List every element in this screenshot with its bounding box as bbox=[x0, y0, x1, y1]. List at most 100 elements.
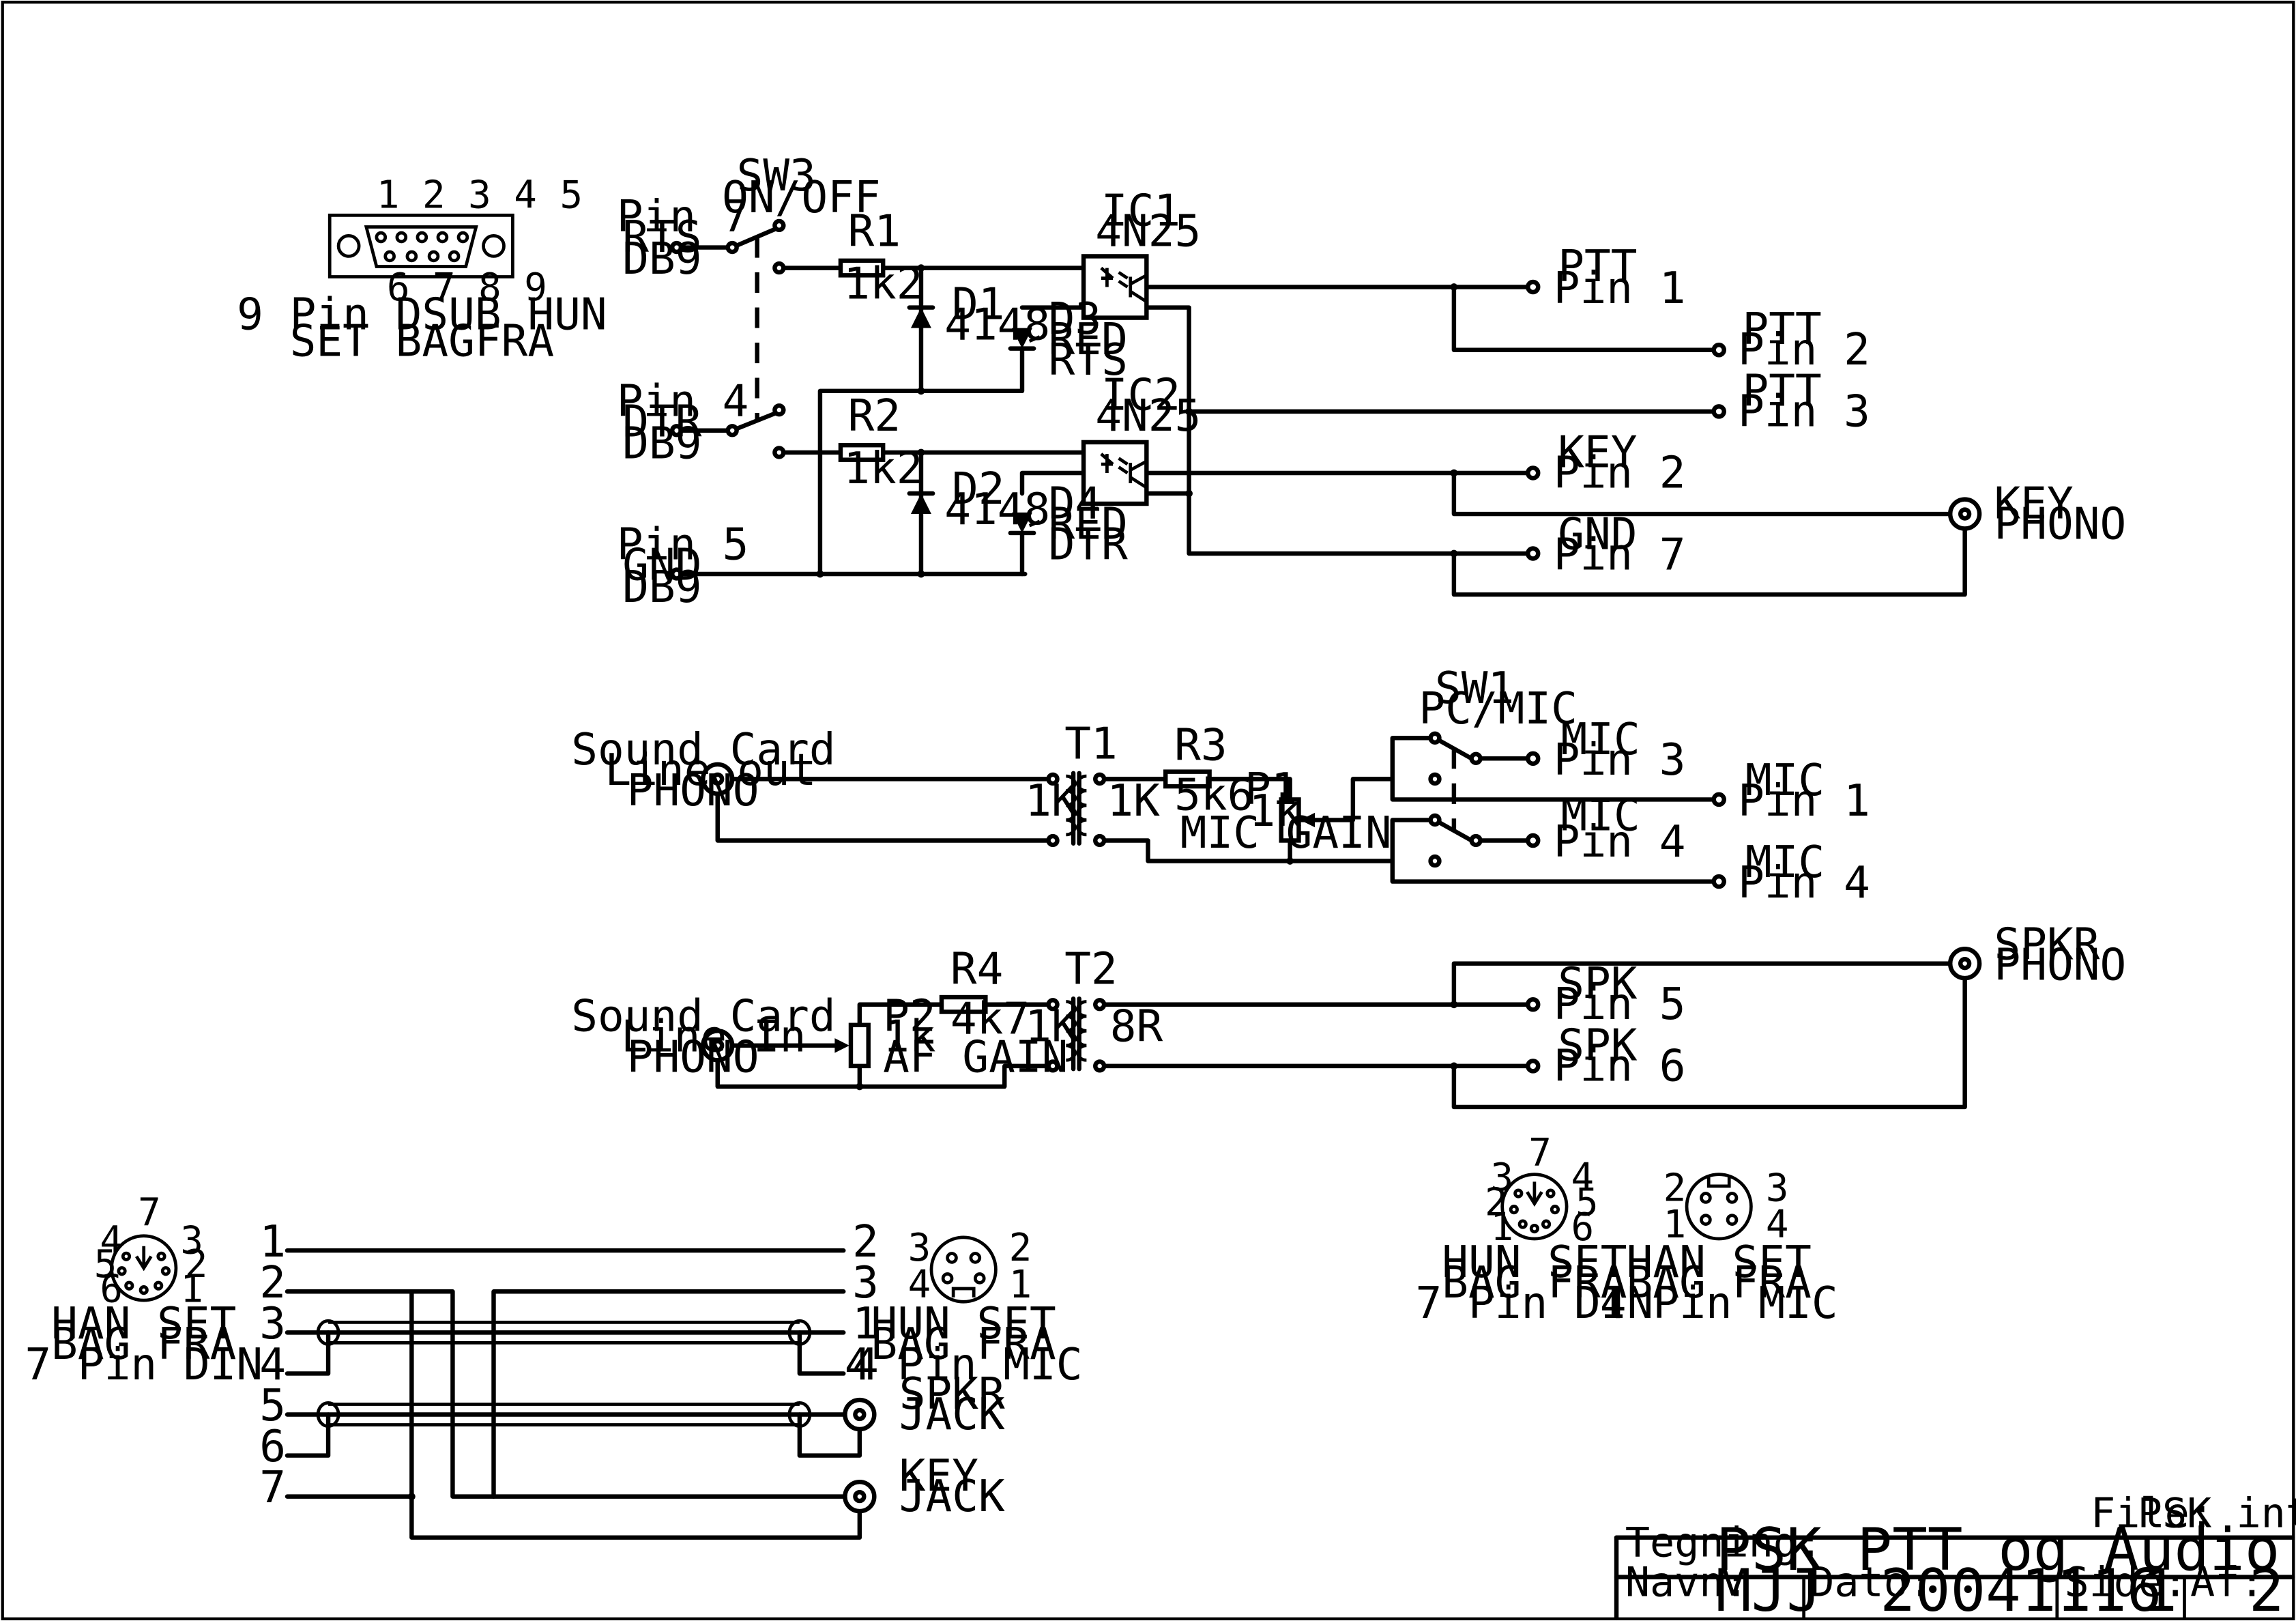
mic-out-mic3-pin-label: Pin 3 bbox=[1554, 734, 1686, 786]
ref-din7-pins-2-label: 4 bbox=[1571, 1156, 1595, 1200]
mic-p1-label-label: MIC GAIN bbox=[1180, 807, 1392, 859]
spkr-phono-jack bbox=[1947, 947, 1982, 981]
ref-din7-cap-1-label: HUN SET bbox=[1442, 1237, 1627, 1288]
ptt-pin5-name-label: GND bbox=[622, 540, 701, 591]
cable-spkr-jack-name-label: SPKR bbox=[899, 1368, 1005, 1420]
ptt-out-ptt1-name-label: PTT bbox=[1558, 241, 1637, 292]
ptt-key-phono-type-label: PHONO bbox=[1994, 499, 2127, 550]
cable-din7-pins-2-label: 3 bbox=[180, 1218, 203, 1263]
dsub9-connector: 1 2 3 4 5 6 7 8 9 9 Pin DSUB HUN SET BAG… bbox=[237, 173, 607, 367]
cable-din7-pins-1-label: 7 bbox=[138, 1191, 161, 1235]
ref-din7-pins-4-label: 5 bbox=[1575, 1181, 1599, 1225]
spk-out-spk6-name-label: SPK bbox=[1558, 1020, 1637, 1071]
ptt-d3-value-label: RED bbox=[1049, 314, 1128, 365]
mic-p1-value-label: 1k bbox=[1249, 786, 1303, 837]
spk-junctions bbox=[856, 997, 1541, 1091]
cable-mic4-pins-1-label: 2 bbox=[1009, 1226, 1032, 1270]
mic-out-mic1-pin-label: Pin 1 bbox=[1738, 775, 1870, 827]
ref-din7-pins-1-label: 3 bbox=[1491, 1156, 1514, 1200]
spk-r4-ref-label: R4 bbox=[950, 944, 1004, 995]
spk-p2-value-label: 1k bbox=[883, 1011, 936, 1062]
ptt-out-ptt2-pin-label: Pin 2 bbox=[1738, 324, 1870, 375]
ref-mic4-pins-0-label: 2 bbox=[1663, 1166, 1687, 1210]
mic-out-mic4b-name-label: MIC bbox=[1745, 837, 1825, 888]
ptt-d4-value-label: RED bbox=[1049, 499, 1128, 550]
side-label: Side: bbox=[2065, 1559, 2188, 1607]
dsub-bottom-pins: 6 7 8 9 bbox=[387, 266, 547, 310]
spk-t2-ref-label: T2 bbox=[1064, 944, 1118, 995]
navn-value: MJJ bbox=[1716, 1557, 1822, 1621]
mic-r3-ref-label: R3 bbox=[1174, 719, 1227, 771]
ref-mic4-cap-2-label: BAG FRA bbox=[1627, 1257, 1812, 1308]
cable-mic4-cap-3-label: 4 Pin MIC bbox=[845, 1339, 1083, 1390]
mic-src-1-label: Sound Card bbox=[571, 724, 835, 775]
af-label: Af: bbox=[2190, 1559, 2264, 1607]
t1-transformer bbox=[1046, 771, 1107, 848]
cable-din7-cap-3-label: 7 Pin DIN bbox=[25, 1339, 263, 1390]
cable-right-pins-3-label: 4 bbox=[852, 1339, 879, 1390]
key-phono-jack bbox=[1947, 497, 1982, 531]
ptt-pin4-name-label: DTR bbox=[622, 396, 701, 447]
ref-mic4-cap-3-label: 4 Pin MIC bbox=[1600, 1278, 1838, 1329]
cable-mic4-pins-2-label: 4 bbox=[908, 1263, 931, 1307]
af-value: 2 bbox=[2249, 1557, 2284, 1621]
cable-din7-cap-2-label: BAG FRA bbox=[51, 1319, 236, 1370]
mic4-plug: 3 2 4 1 HUN SET BAG FRA 4 Pin MIC bbox=[845, 1226, 1083, 1390]
ptt-d2-ref-label: D2 bbox=[952, 463, 1005, 515]
p2-potentiometer bbox=[834, 1022, 871, 1069]
navn-label: Navn: bbox=[1625, 1559, 1749, 1607]
cable-mic4-cap-2-label: BAG FRA bbox=[871, 1319, 1056, 1370]
cable-right-pins-0-label: 2 bbox=[852, 1216, 879, 1267]
mic-junctions bbox=[1286, 731, 1726, 889]
ptt-pin7-name-label: RTS bbox=[622, 212, 701, 263]
d1-diode bbox=[907, 305, 935, 328]
ref-din7-pins-3-label: 2 bbox=[1485, 1181, 1508, 1225]
cable-key-jack-type-label: JACK bbox=[899, 1471, 1005, 1522]
cable-left-pins-0-label: 1 bbox=[259, 1216, 286, 1267]
ref-din7-cap-3-label: 7 Pin DIN bbox=[1416, 1278, 1654, 1329]
cable-spkr-jack-type-label: JACK bbox=[899, 1389, 1005, 1440]
d4-led bbox=[1008, 512, 1041, 536]
spk-out-spk5-name-label: SPK bbox=[1558, 958, 1637, 1009]
ic2-optocoupler bbox=[1081, 440, 1149, 506]
cable-din7-cap-1-label: HAN SET bbox=[51, 1298, 236, 1349]
cable-left-pins-3-label: 4 bbox=[259, 1339, 286, 1390]
spk-spkr-phono-name-label: SPKR bbox=[1994, 919, 2100, 970]
ref-din7-cap-2-label: BAG FRA bbox=[1442, 1257, 1627, 1308]
cable-left-pins-6-label: 7 bbox=[259, 1462, 286, 1513]
cable-left-pins-4-label: 5 bbox=[259, 1380, 286, 1431]
ptt-r2-value-label: 1k2 bbox=[843, 443, 922, 494]
cable-left-pins-1-label: 2 bbox=[259, 1257, 286, 1308]
dsub-caption-1: 9 Pin DSUB HUN bbox=[237, 289, 607, 341]
r1-resistor bbox=[838, 258, 886, 278]
cable-mic4-cap-1-label: HUN SET bbox=[871, 1298, 1056, 1349]
ptt-out-ptt3-pin-label: Pin 3 bbox=[1738, 386, 1870, 437]
ptt-pin7-pin-label: Pin 7 bbox=[617, 191, 749, 242]
ptt-key-phono-name-label: KEY bbox=[1994, 478, 2074, 529]
mic-sw1-value-label: PC/MIC bbox=[1419, 683, 1577, 734]
file-label: File: bbox=[2091, 1490, 2214, 1538]
dsub-caption-2: SET BAGFRA bbox=[290, 315, 554, 367]
dato-value: 20041116 bbox=[1880, 1557, 2162, 1621]
ptt-d4-ref-label: D4 bbox=[1049, 478, 1102, 529]
d2-diode bbox=[907, 491, 935, 515]
mic-wires bbox=[715, 736, 1721, 884]
cable-right-pins-1-label: 3 bbox=[852, 1257, 879, 1308]
spk-spkr-phono-type-label: PHONO bbox=[1994, 939, 2127, 990]
cable-din7-pins-0-label: 4 bbox=[100, 1218, 123, 1263]
ref-mic4-cap-1-label: HAN SET bbox=[1627, 1237, 1812, 1288]
mic-t1-ref-label: T1 bbox=[1064, 718, 1118, 769]
ptt-d2-value-label: 4148 bbox=[944, 484, 1050, 535]
ptt-pin4-conn-label: DB9 bbox=[622, 418, 701, 470]
mic-out-mic3-name-label: MIC bbox=[1561, 714, 1640, 765]
ref-mic4-socket: 2 3 1 4 HAN SET BAG FRA 4 Pin MIC bbox=[1600, 1166, 1838, 1329]
ptt-pin7-conn-label: DB9 bbox=[622, 233, 701, 285]
cable-din7-pins-3-label: 5 bbox=[94, 1242, 117, 1287]
mic-out-mic4a-pin-label: Pin 4 bbox=[1554, 816, 1686, 867]
spk-src-1-label: Sound Card bbox=[571, 990, 835, 1042]
mic-t1-pri-label: 1K bbox=[1025, 775, 1078, 827]
cable-wires bbox=[285, 1248, 877, 1540]
ptt-out-key-pin-label: Pin 2 bbox=[1554, 447, 1686, 498]
